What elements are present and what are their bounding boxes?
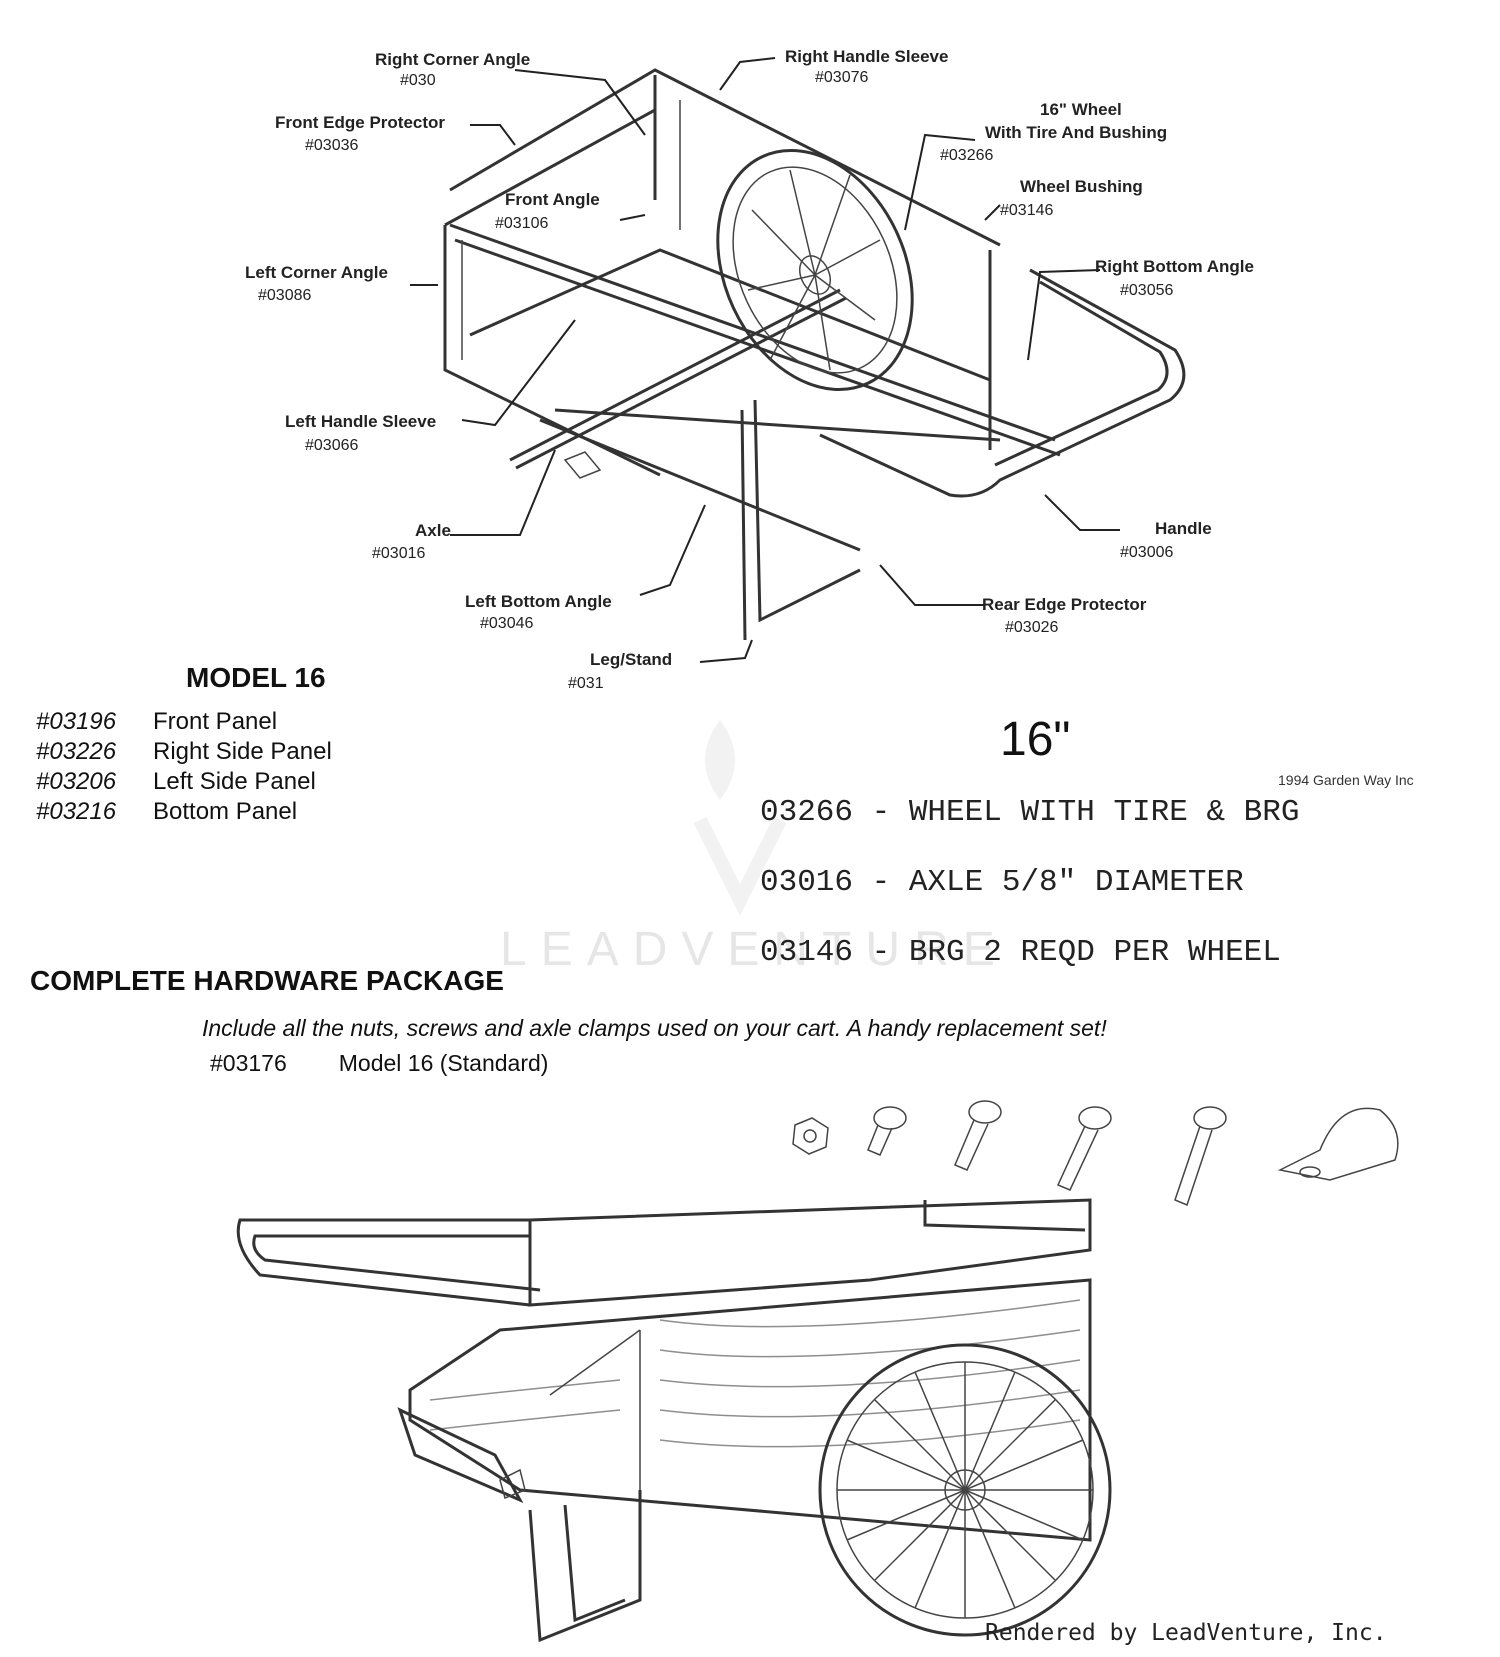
callout-leaders — [410, 57, 1120, 663]
label-left-bottom-angle: Left Bottom Angle — [465, 592, 612, 611]
carriage-bolt-icon — [1174, 1106, 1227, 1207]
part-left-corner-angle: #03086 — [258, 287, 311, 304]
medium-bolt-icon — [954, 1100, 1002, 1171]
label-front-edge-protector: Front Edge Protector — [275, 113, 445, 132]
part-axle: #03016 — [372, 545, 425, 562]
long-bolt-icon — [1056, 1106, 1112, 1191]
label-right-handle-sleeve: Right Handle Sleeve — [785, 47, 948, 66]
wheel-spec-line: 03266 - WHEEL WITH TIRE & BRG — [760, 795, 1300, 830]
panel-parts-list: #03196 Front Panel #03226 Right Side Pan… — [36, 707, 332, 827]
callout-labels: Right Corner Angle #030 Right Handle Sle… — [245, 47, 1254, 692]
part-left-handle-sleeve: #03066 — [305, 437, 358, 454]
panel-part-number: #03226 — [36, 738, 117, 765]
assembled-cart-drawing — [236, 1198, 1112, 1643]
part-left-bottom-angle: #03046 — [480, 615, 533, 632]
label-left-handle-sleeve: Left Handle Sleeve — [285, 412, 436, 431]
label-rear-edge-protector: Rear Edge Protector — [982, 595, 1147, 614]
label-right-bottom-angle: Right Bottom Angle — [1095, 257, 1254, 276]
rendered-by-credit: Rendered by LeadVenture, Inc. — [985, 1620, 1387, 1646]
part-right-handle-sleeve: #03076 — [815, 69, 868, 86]
part-right-bottom-angle: #03056 — [1120, 282, 1173, 299]
panel-row: #03216 Bottom Panel — [36, 797, 332, 827]
label-wheel-line2: With Tire And Bushing — [985, 123, 1167, 142]
panel-part-number: #03206 — [36, 768, 117, 795]
watermark-logo — [693, 720, 787, 916]
hardware-part-name: Model 16 (Standard) — [338, 1050, 549, 1076]
label-wheel-line1: 16" Wheel — [1040, 100, 1122, 119]
copyright-text: 1994 Garden Way Inc — [1278, 772, 1414, 788]
hex-nut-icon — [792, 1117, 829, 1155]
part-wheel: #03266 — [940, 147, 993, 164]
part-right-corner-angle: #030 — [400, 72, 436, 89]
part-front-edge-protector: #03036 — [305, 137, 358, 154]
hardware-part-row: #03176 Model 16 (Standard) — [210, 1050, 548, 1077]
hardware-title: COMPLETE HARDWARE PACKAGE — [30, 965, 504, 996]
hardware-description: Include all the nuts, screws and axle cl… — [202, 1015, 1107, 1041]
model-title: MODEL 16 — [186, 662, 326, 693]
part-rear-edge-protector: #03026 — [1005, 619, 1058, 636]
wheel-size-title: 16" — [1000, 713, 1071, 766]
label-front-angle: Front Angle — [505, 190, 600, 209]
label-leg-stand: Leg/Stand — [590, 650, 672, 669]
part-front-angle: #03106 — [495, 215, 548, 232]
short-bolt-icon — [867, 1106, 907, 1156]
part-handle: #03006 — [1120, 544, 1173, 561]
cart-frame-drawing — [443, 68, 1186, 641]
label-wheel-bushing: Wheel Bushing — [1020, 177, 1143, 196]
panel-name: Left Side Panel — [153, 768, 316, 795]
hardware-part-number: #03176 — [210, 1050, 287, 1076]
label-handle: Handle — [1155, 519, 1212, 538]
bearing-spec-line: 03146 - BRG 2 REQD PER WHEEL — [760, 935, 1281, 970]
panel-row: #03196 Front Panel — [36, 707, 332, 737]
part-wheel-bushing: #03146 — [1000, 202, 1053, 219]
axle-clamp-icon — [1277, 1107, 1399, 1181]
panel-row: #03226 Right Side Panel — [36, 737, 332, 767]
panel-row: #03206 Left Side Panel — [36, 767, 332, 797]
panel-name: Right Side Panel — [153, 738, 332, 765]
hardware-items — [792, 1100, 1399, 1207]
label-left-corner-angle: Left Corner Angle — [245, 263, 388, 282]
panel-name: Bottom Panel — [153, 798, 298, 825]
label-axle: Axle — [415, 521, 451, 540]
axle-spec-line: 03016 - AXLE 5/8" DIAMETER — [760, 865, 1244, 900]
panel-part-number: #03216 — [36, 798, 117, 825]
part-leg-stand: #031 — [568, 675, 604, 692]
panel-part-number: #03196 — [36, 708, 117, 735]
watermark-text: LEADVENTURE — [500, 923, 1009, 976]
label-right-corner-angle: Right Corner Angle — [375, 50, 530, 69]
panel-name: Front Panel — [153, 708, 278, 735]
